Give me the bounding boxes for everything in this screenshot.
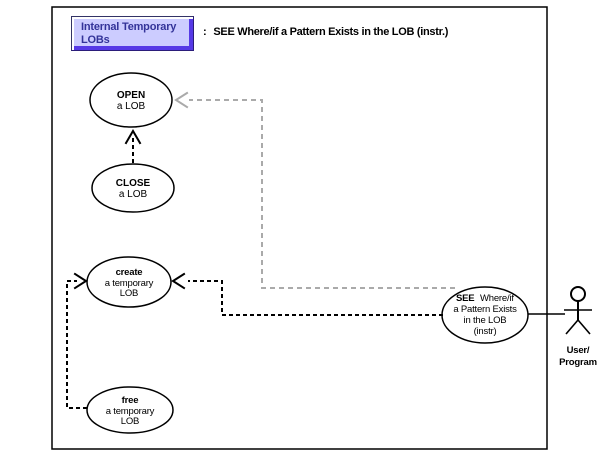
dependency-see-to-open-arrowhead [174,91,189,109]
usecase-open-ellipse [89,72,173,128]
header-tab: Internal Temporary LOBs [71,16,194,51]
header-tab-line2: LOBs [81,34,110,46]
usecase-see-label-line2: a Pattern Exists [453,304,517,315]
usecase-create-ellipse [86,256,172,308]
usecase-see-ellipse [441,286,529,344]
actor-icon [564,286,592,335]
usecase-free-label-line1: free [122,395,139,406]
usecase-create-label-line3: LOB [120,288,138,299]
diagram-frame [51,6,548,450]
usecase-close-label-line1: CLOSE [116,178,151,189]
usecase-see-label-line1-bold: SEE [456,293,474,304]
usecase-see-label-line1-rest: Where/if [480,293,514,304]
dependency-see-to-open [189,99,455,289]
usecase-close-label-line2: a LOB [119,189,148,200]
usecase-free-ellipse [86,386,174,434]
usecase-create-label-line1: create [116,267,143,278]
usecase-free-label-line3: LOB [121,416,139,427]
dependency-see-to-create-arrowhead [171,272,186,290]
actor-label-line2: Program [559,357,597,368]
usecase-open-label-line2: a LOB [117,101,146,112]
usecase-see-label-line4: (instr) [474,326,497,337]
dependency-free-to-create [66,280,87,409]
usecase-create-label-line2: a temporary [105,278,154,289]
header-title-row: : SEE Where/if a Pattern Exists in the LO… [203,26,448,38]
header-title: SEE Where/if a Pattern Exists in the LOB… [213,26,449,38]
header-separator: : [203,26,207,38]
usecase-open-label-line1: OPEN [117,90,145,101]
dependency-close-to-open-arrowhead [124,129,142,145]
header-tab-line1: Internal Temporary [81,21,177,33]
actor-label-line1: User/ [567,345,590,356]
dependency-free-to-create-arrowhead [73,272,88,290]
usecase-see-label-line3: in the LOB [464,315,507,326]
dependency-see-to-create [188,280,443,316]
usecase-close-ellipse [91,163,175,213]
usecase-free-label-line2: a temporary [106,406,155,417]
